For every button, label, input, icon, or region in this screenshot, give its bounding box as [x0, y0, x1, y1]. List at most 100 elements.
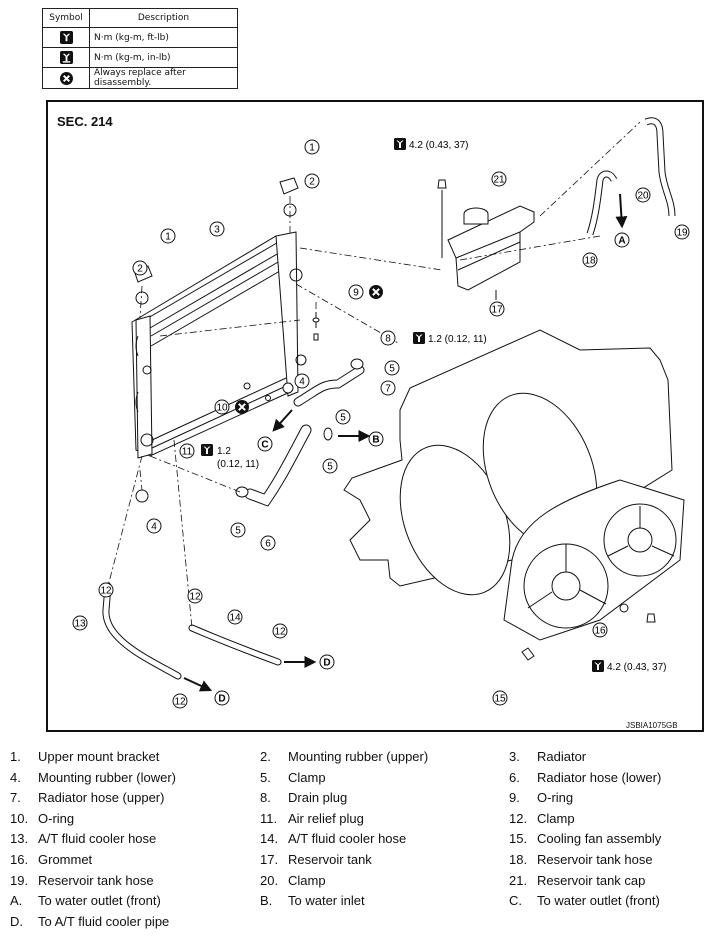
flow-arrows — [183, 193, 628, 692]
legend-text: A/T fluid cooler hose — [38, 831, 157, 847]
callout-label: 10 — [216, 403, 228, 414]
callout-label: 6 — [265, 539, 271, 550]
legend-number: 1. — [10, 749, 21, 764]
callout-label: 2 — [309, 177, 315, 188]
torque-wrench-icon — [201, 444, 213, 456]
callout-bubble — [304, 173, 320, 189]
reservoir-tank — [437, 179, 535, 300]
legend-text: Reservoir tank cap — [537, 872, 646, 888]
legend-text: To water outlet (front) — [537, 893, 660, 909]
callout-bubble — [380, 330, 396, 346]
legend-text: Upper mount bracket — [38, 749, 160, 764]
destination-label: D — [218, 694, 225, 705]
destination-bubble — [368, 431, 384, 447]
callout-label: 1 — [309, 143, 315, 154]
callout-bubble — [348, 284, 364, 300]
callout-label: 7 — [385, 384, 391, 395]
legend-number: C. — [509, 893, 522, 909]
legend-number: 12. — [509, 810, 528, 826]
legend-text: Drain plug — [288, 790, 348, 806]
diagram-frame — [46, 100, 704, 732]
callout-label: 14 — [229, 613, 241, 624]
callout-bubble — [160, 228, 176, 244]
callout-label: 1 — [165, 232, 171, 243]
legend-number: A. — [10, 893, 23, 909]
legend-text: Radiator — [537, 749, 587, 764]
legend-text: Clamp — [288, 872, 326, 888]
always-replace-icon — [368, 284, 384, 300]
legend-text: Clamp — [537, 810, 575, 826]
callout-label: 12 — [100, 586, 112, 597]
callout-label: 15 — [494, 694, 506, 705]
torque-wrench-icon — [592, 660, 604, 672]
torque-wrench-small-icon — [59, 51, 73, 64]
callout-bubble — [72, 615, 88, 631]
legend-number: D. — [10, 913, 23, 929]
legend-number: 8. — [260, 790, 271, 806]
callout-bubble — [187, 588, 203, 604]
legend-text: To water inlet — [288, 893, 365, 909]
callout-bubble — [304, 139, 320, 155]
callout-label: 12 — [174, 697, 186, 708]
torque-wrench-icon — [59, 31, 73, 44]
legend-number: 3. — [509, 749, 520, 764]
legend-text: O-ring — [38, 810, 75, 826]
callout-label: 5 — [327, 462, 333, 473]
legend-text: Clamp — [288, 769, 326, 785]
legend-text: To A/T fluid cooler pipe — [38, 913, 170, 929]
callout-label: 18 — [584, 256, 596, 267]
callout-label: 19 — [676, 228, 688, 239]
callout-bubble — [98, 582, 114, 598]
torque-reservoir: 4.2 (0.43, 37) — [409, 140, 468, 151]
legend-number: 15. — [509, 831, 528, 847]
callout-label: 2 — [137, 264, 143, 275]
callout-label: 12 — [189, 592, 201, 603]
callout-label: 5 — [235, 526, 241, 537]
legend-text: Grommet — [38, 852, 93, 867]
callout-bubble — [489, 301, 505, 317]
symbol-table: Symbol Description N·m (kg-m, ft-lb) N·m… — [42, 8, 238, 89]
torque-relief-b: (0.12, 11) — [217, 459, 259, 470]
torque-wrench-icon — [413, 332, 425, 344]
destination-bubble — [257, 436, 273, 452]
arrow-to-d2 — [183, 677, 213, 692]
callout-bubble — [380, 380, 396, 396]
callout-bubble — [179, 443, 195, 459]
section-label: SEC. 214 — [57, 114, 113, 129]
legend-number: 11. — [260, 810, 278, 826]
always-replace-icon — [234, 399, 250, 415]
legend-text: Air relief plug — [288, 810, 364, 826]
legend-text: To water outlet (front) — [38, 893, 161, 909]
cooling-fan-assembly — [503, 479, 685, 661]
callout-bubble — [294, 373, 310, 389]
callout-label: 5 — [389, 364, 395, 375]
callout-label: 8 — [385, 334, 391, 345]
legend-number: B. — [260, 893, 273, 909]
callout-bubble — [227, 609, 243, 625]
callout-bubble — [214, 399, 230, 415]
legend-number: 2. — [260, 749, 271, 764]
legend-number: 19. — [10, 872, 29, 888]
legend-number: 18. — [509, 852, 528, 867]
legend-text: Reservoir tank — [288, 852, 372, 867]
arrow-to-c — [272, 409, 293, 432]
callout-bubble — [260, 535, 276, 551]
callout-label: 5 — [340, 413, 346, 424]
legend-number: 7. — [10, 790, 21, 806]
callout-label: 4 — [299, 377, 305, 388]
callout-label: 17 — [491, 305, 503, 316]
callout-bubble — [146, 518, 162, 534]
callout-bubble — [635, 187, 651, 203]
callout-bubble — [592, 622, 608, 638]
torque-relief-a: 1.2 — [217, 446, 231, 457]
callout-label: 20 — [637, 191, 649, 202]
figure-id: JSBIA1075GB — [626, 721, 678, 730]
arrow-to-a — [615, 193, 628, 229]
destination-label: B — [372, 435, 379, 446]
symbol-description: Always replace after disassembly. — [89, 67, 238, 89]
legend-text: Radiator hose (lower) — [537, 769, 662, 785]
legend-number: 6. — [509, 769, 520, 785]
destination-label: D — [323, 658, 330, 669]
callout-bubble — [674, 224, 690, 240]
